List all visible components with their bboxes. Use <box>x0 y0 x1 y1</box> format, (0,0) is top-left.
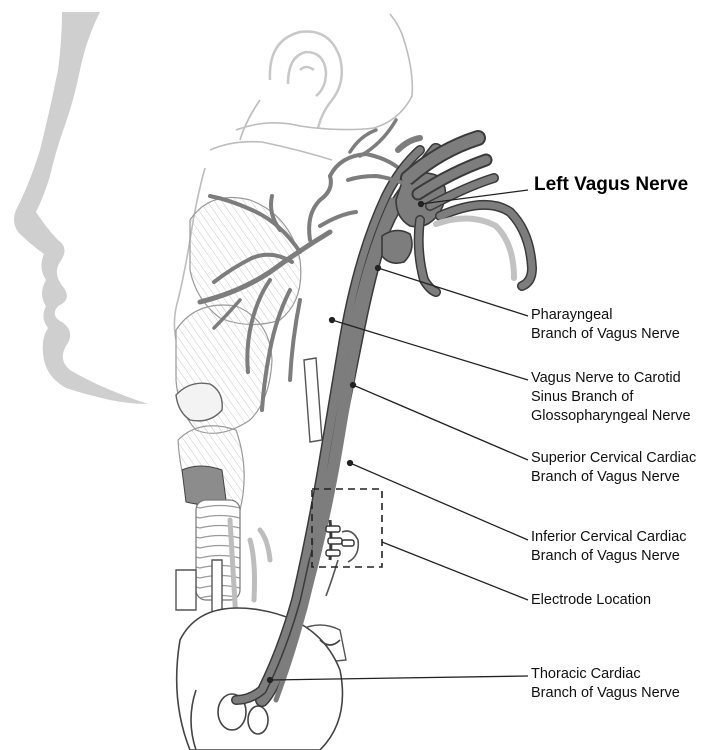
electrode <box>326 520 358 596</box>
ear-outline <box>270 32 342 128</box>
label-line: Inferior Cervical Cardiac <box>531 528 687 547</box>
label-line: Glossopharyngeal Nerve <box>531 407 691 426</box>
label-electrode-location: Electrode Location <box>531 591 651 610</box>
label-line: Branch of Vagus Nerve <box>531 325 680 344</box>
label-line: Electrode Location <box>531 591 651 610</box>
label-pharyngeal-branch: Pharayngeal Branch of Vagus Nerve <box>531 306 680 344</box>
label-thoracic-cardiac-branch: Thoracic Cardiac Branch of Vagus Nerve <box>531 665 680 703</box>
label-line: Thoracic Cardiac <box>531 665 680 684</box>
label-carotid-sinus-branch: Vagus Nerve to Carotid Sinus Branch of G… <box>531 369 691 426</box>
label-line: Vagus Nerve to Carotid <box>531 369 691 388</box>
label-line: Branch of Vagus Nerve <box>531 684 680 703</box>
label-line: Superior Cervical Cardiac <box>531 449 696 468</box>
label-line: Branch of Vagus Nerve <box>531 468 696 487</box>
label-inferior-cervical-cardiac-branch: Inferior Cervical Cardiac Branch of Vagu… <box>531 528 687 566</box>
label-line: Branch of Vagus Nerve <box>531 547 687 566</box>
diagram-title: Left Vagus Nerve <box>534 174 688 196</box>
label-line: Sinus Branch of <box>531 388 691 407</box>
face-silhouette <box>14 12 148 404</box>
label-line: Pharayngeal <box>531 306 680 325</box>
label-superior-cervical-cardiac-branch: Superior Cervical Cardiac Branch of Vagu… <box>531 449 696 487</box>
